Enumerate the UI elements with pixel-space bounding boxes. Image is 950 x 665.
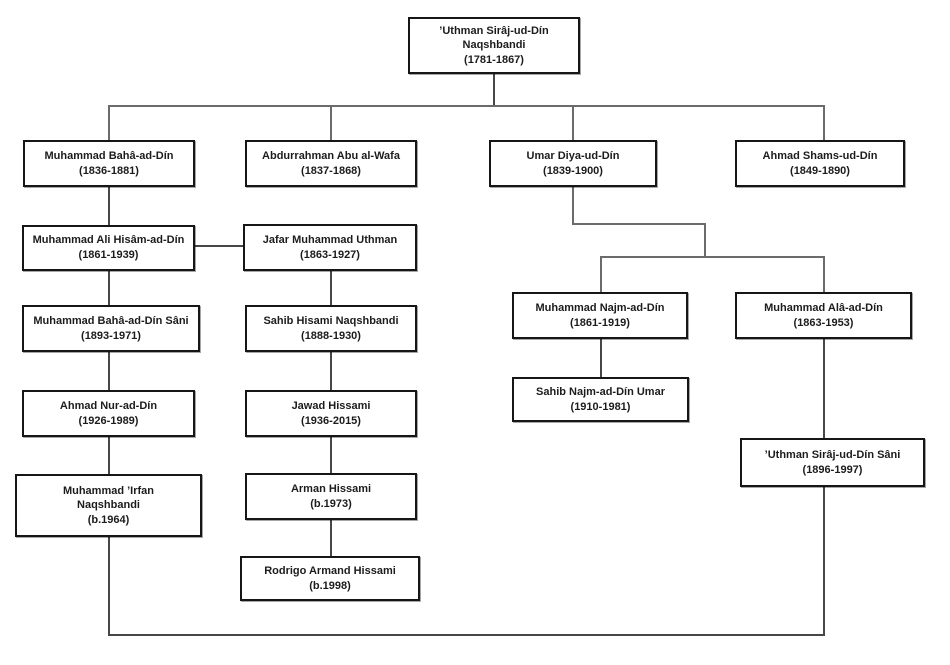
person-name: Ahmad Shams-ud-Dín — [762, 149, 878, 162]
person-years: (1910-1981) — [570, 400, 631, 413]
connector-uthmansani-bottom — [823, 487, 825, 636]
connector-drop-baha — [108, 105, 110, 140]
person-years: (1888-1930) — [301, 329, 361, 342]
connector-bottom-link — [108, 634, 825, 636]
person-years: (1893-1971) — [81, 329, 141, 342]
person-years: (1926-1989) — [78, 414, 139, 427]
person-name: Muhammad Bahâ-ad-Dín — [44, 149, 174, 162]
connector-hisam-jafar — [195, 245, 243, 247]
tree-node-ali-hisam: Muhammad Ali Hisâm-ad-Dín (1861-1939) — [22, 225, 195, 271]
person-years: (1849-1890) — [790, 164, 850, 177]
tree-node-baha-sani: Muhammad Bahâ-ad-Dín Sâni (1893-1971) — [22, 305, 200, 352]
person-years: (1839-1900) — [543, 164, 603, 177]
connector-drop-shams — [823, 105, 825, 140]
connector-ala-uthmansani — [823, 339, 825, 438]
tree-node-uthman-sani: ’Uthman Sirâj-ud-Dín Sâni (1896-1997) — [740, 438, 925, 487]
connector-umar-step-right — [572, 223, 706, 225]
connector-drop-umar — [572, 105, 574, 140]
connector-umar-step-down2 — [704, 223, 706, 258]
tree-node-najm-ad-din: Muhammad Najm-ad-Dín (1861-1919) — [512, 292, 688, 339]
connector-sani-nur — [108, 352, 110, 390]
person-years: (1837-1868) — [301, 164, 361, 177]
connector-arman-rodrigo — [330, 520, 332, 556]
person-years: (1836-1881) — [79, 164, 139, 177]
tree-node-ahmad-shams: Ahmad Shams-ud-Dín (1849-1890) — [735, 140, 905, 187]
connector-umar-children-branch — [600, 256, 825, 258]
person-name: Abdurrahman Abu al-Wafa — [262, 149, 400, 162]
connector-hisam-sani — [108, 271, 110, 305]
tree-node-rodrigo: Rodrigo Armand Hissami (b.1998) — [240, 556, 420, 601]
person-years: (b.1964) — [87, 513, 130, 526]
tree-node-umar-diya: Umar Diya-ud-Dín (1839-1900) — [489, 140, 657, 187]
person-name: ’Uthman Sirâj-ud-Dín Sâni — [764, 448, 901, 461]
person-name: Muhammad Ali Hisâm-ad-Dín — [32, 234, 185, 247]
connector-root-stem — [493, 73, 495, 107]
person-name: ’Uthman Sirâj-ud-Dín Naqshbandi — [439, 24, 549, 52]
tree-node-sahib-najm: Sahib Najm-ad-Dín Umar (1910-1981) — [512, 377, 689, 422]
tree-node-irfan: Muhammad ’Irfan Naqshbandi (b.1964) — [15, 474, 202, 537]
person-name: Sahib Najm-ad-Dín Umar — [536, 385, 665, 398]
connector-umar-step-down — [572, 187, 574, 225]
person-years: (1861-1919) — [570, 316, 630, 329]
tree-node-uthman-siraj: ’Uthman Sirâj-ud-Dín Naqshbandi (1781-18… — [408, 17, 580, 74]
person-years: (1863-1953) — [793, 316, 854, 329]
person-name: Ahmad Nur-ad-Dín — [59, 399, 158, 412]
tree-node-ala-ad-din: Muhammad Alâ-ad-Dín (1863-1953) — [735, 292, 912, 339]
connector-drop-abdurrahman — [330, 105, 332, 140]
person-years: (b.1973) — [310, 497, 352, 510]
person-years: (1861-1939) — [78, 249, 139, 261]
connector-drop-ala — [823, 256, 825, 292]
connector-sahibhisami-jawad — [330, 352, 332, 390]
person-name: Muhammad Najm-ad-Dín — [535, 301, 665, 314]
tree-node-jawad: Jawad Hissami (1936-2015) — [245, 390, 417, 437]
connector-jawad-arman — [330, 437, 332, 473]
tree-node-jafar: Jafar Muhammad Uthman (1863-1927) — [243, 224, 417, 271]
connector-nur-irfan — [108, 437, 110, 474]
tree-node-abdurrahman: Abdurrahman Abu al-Wafa (1837-1868) — [245, 140, 417, 187]
connector-najm-sahibnajm — [600, 339, 602, 377]
person-name: Sahib Hisami Naqshbandi — [263, 314, 399, 327]
person-years: (1896-1997) — [802, 463, 863, 476]
person-years: (1936-2015) — [301, 414, 361, 427]
tree-node-muhammad-baha: Muhammad Bahâ-ad-Dín (1836-1881) — [23, 140, 195, 187]
tree-node-arman: Arman Hissami (b.1973) — [245, 473, 417, 520]
person-years: (1781-1867) — [464, 53, 524, 66]
connector-gen2-branch — [108, 105, 825, 107]
person-name: Muhammad Alâ-ad-Dín — [764, 301, 883, 314]
person-name: Arman Hissami — [290, 482, 372, 495]
person-name: Rodrigo Armand Hissami — [264, 564, 396, 577]
person-years: (b.1998) — [309, 579, 351, 592]
connector-baha-hisam — [108, 187, 110, 225]
tree-node-sahib-hisami: Sahib Hisami Naqshbandi (1888-1930) — [245, 305, 417, 352]
person-name: Jafar Muhammad Uthman — [262, 233, 398, 246]
person-name: Muhammad ’Irfan Naqshbandi — [62, 484, 155, 512]
person-years: (1863-1927) — [300, 248, 360, 261]
connector-jafar-sahibhisami — [330, 271, 332, 305]
connector-drop-najm — [600, 256, 602, 292]
person-name: Muhammad Bahâ-ad-Dín Sâni — [33, 314, 189, 327]
person-name: Jawad Hissami — [291, 399, 371, 412]
person-name: Umar Diya-ud-Dín — [526, 149, 620, 162]
tree-node-ahmad-nur: Ahmad Nur-ad-Dín (1926-1989) — [22, 390, 195, 437]
connector-irfan-bottom — [108, 537, 110, 636]
